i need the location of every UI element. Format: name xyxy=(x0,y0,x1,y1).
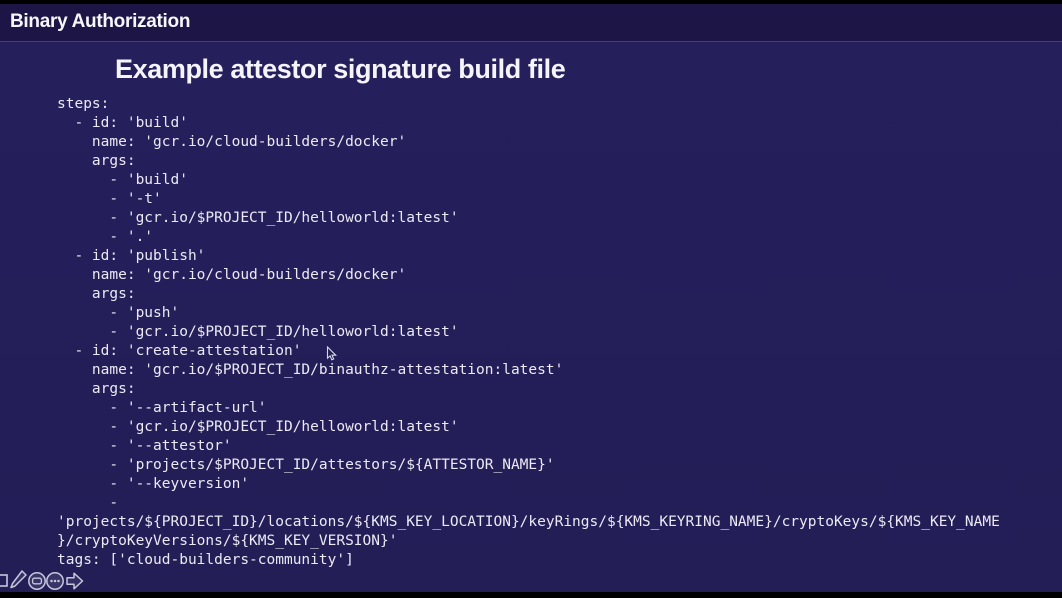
code-line: - xyxy=(57,495,119,511)
code-line: args: xyxy=(57,381,136,397)
pencil-icon[interactable] xyxy=(10,570,27,589)
more-icon[interactable] xyxy=(46,572,64,590)
arrow-icon[interactable] xyxy=(66,572,84,590)
code-line: - 'gcr.io/$PROJECT_ID/helloworld:latest' xyxy=(57,210,459,226)
code-line: name: 'gcr.io/$PROJECT_ID/binauthz-attes… xyxy=(57,362,564,378)
screen-icon[interactable] xyxy=(28,572,46,590)
header-divider xyxy=(0,41,1062,42)
code-line: - '.' xyxy=(57,229,154,245)
annotation-toolbar xyxy=(0,568,92,592)
header-title: Binary Authorization xyxy=(10,11,191,32)
top-letterbox-bar xyxy=(0,0,1062,4)
code-line: - '--keyversion' xyxy=(57,476,250,492)
header-bar: Binary Authorization xyxy=(0,4,1062,41)
code-line: name: 'gcr.io/cloud-builders/docker' xyxy=(57,267,407,283)
code-line: }/cryptoKeyVersions/${KMS_KEY_VERSION}' xyxy=(57,533,398,549)
slide-title: Example attestor signature build file xyxy=(115,54,566,84)
code-line: - 'gcr.io/$PROJECT_ID/helloworld:latest' xyxy=(57,419,459,435)
code-line: - 'gcr.io/$PROJECT_ID/helloworld:latest' xyxy=(57,324,459,340)
slide-body: Example attestor signature build file st… xyxy=(0,42,1062,592)
code-line: - 'push' xyxy=(57,305,180,321)
shape-icon[interactable] xyxy=(0,574,8,587)
code-line: args: xyxy=(57,286,136,302)
code-line: args: xyxy=(57,153,136,169)
code-line: - id: 'create-attestation' xyxy=(57,343,302,359)
code-line: - 'projects/$PROJECT_ID/attestors/${ATTE… xyxy=(57,457,555,473)
code-line: - '-t' xyxy=(57,191,162,207)
mouse-cursor-icon xyxy=(326,346,338,361)
code-line: tags: ['cloud-builders-community'] xyxy=(57,552,354,568)
code-line: - '--attestor' xyxy=(57,438,232,454)
code-line: - '--artifact-url' xyxy=(57,400,267,416)
code-line: - id: 'publish' xyxy=(57,248,206,264)
bottom-letterbox-bar xyxy=(0,592,1062,598)
code-line: name: 'gcr.io/cloud-builders/docker' xyxy=(57,134,407,150)
code-line: steps: xyxy=(57,96,110,112)
code-line: - id: 'build' xyxy=(57,115,188,131)
code-line: 'projects/${PROJECT_ID}/locations/${KMS_… xyxy=(57,514,1000,530)
code-line: - 'build' xyxy=(57,172,188,188)
yaml-code-block: steps: - id: 'build' name: 'gcr.io/cloud… xyxy=(57,95,1000,570)
